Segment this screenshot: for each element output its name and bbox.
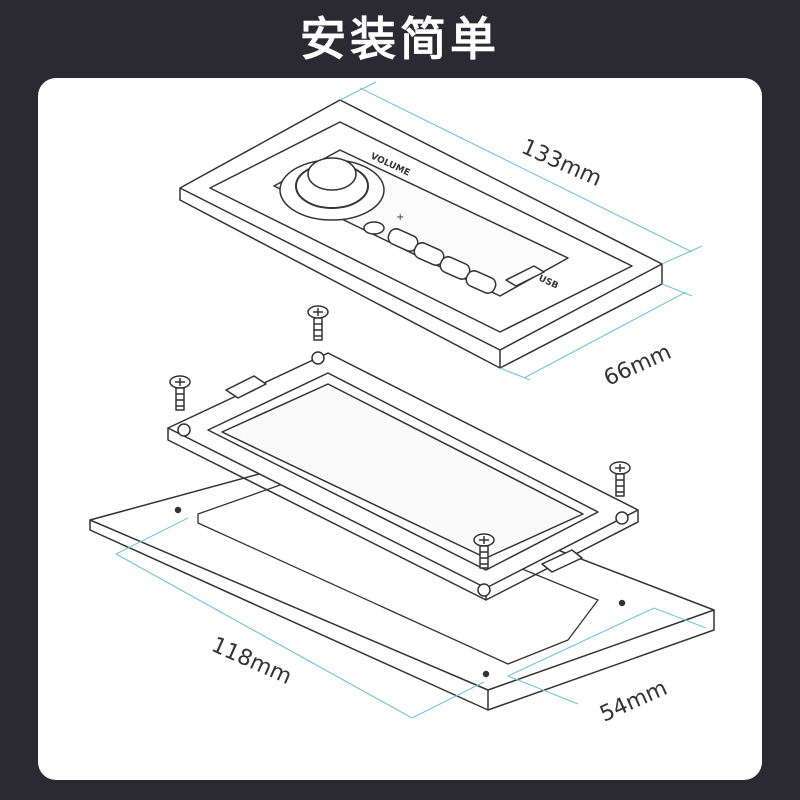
- installation-diagram: VOLUME + USB 133mm 66mm 118mm 54mm: [89, 81, 715, 728]
- dimension-label-118: 118mm: [208, 633, 296, 690]
- dimension-label-54: 54mm: [596, 676, 671, 728]
- dimension-label-133: 133mm: [518, 135, 606, 192]
- player-device: [179, 99, 663, 369]
- page-title: 安装简单: [300, 12, 500, 66]
- screw-icon: [169, 375, 191, 411]
- dimension-label-66: 66mm: [600, 340, 675, 392]
- mounting-frame: [167, 351, 639, 601]
- usb-port-icon: [505, 265, 545, 287]
- volume-knob-icon: [279, 157, 385, 221]
- screw-icon: [473, 533, 495, 569]
- control-buttons: [363, 221, 497, 294]
- screw-icon: [307, 305, 329, 341]
- diagram-panel: VOLUME + USB 133mm 66mm 118mm 54mm: [38, 78, 762, 780]
- plus-label: +: [396, 212, 404, 223]
- screw-icon: [609, 461, 631, 497]
- dimension-lines: [115, 81, 707, 719]
